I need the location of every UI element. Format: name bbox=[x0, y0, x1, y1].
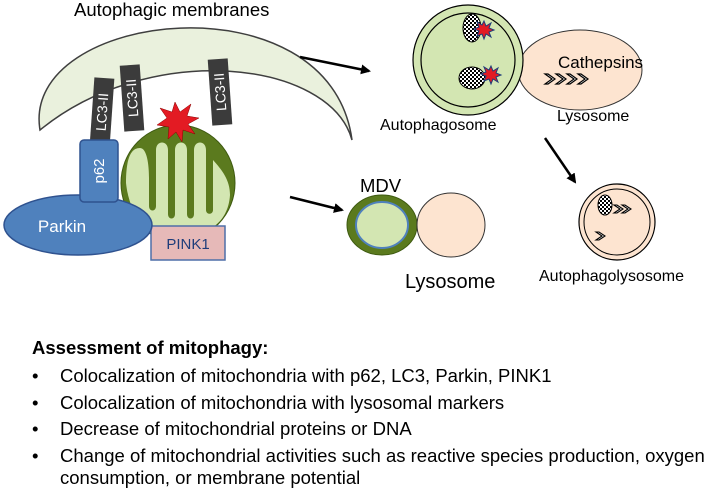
p62-box: p62 bbox=[79, 139, 119, 203]
autophagosome-label: Autophagosome bbox=[380, 117, 497, 134]
lysosome-top-label: Lysosome bbox=[557, 108, 629, 125]
bullet-icon: • bbox=[32, 418, 39, 439]
list-item: • Decrease of mitochondrial proteins or … bbox=[32, 418, 712, 441]
p62-label: p62 bbox=[91, 158, 108, 183]
lc3-label-2: LC3-II bbox=[123, 78, 142, 117]
bullet-icon: • bbox=[32, 365, 39, 386]
list-item: • Colocalization of mitochondria with p6… bbox=[32, 365, 712, 388]
assessment-title: Assessment of mitophagy: bbox=[32, 337, 269, 358]
lc3-ii-marker-2: LC3-II bbox=[119, 64, 145, 132]
parkin-ellipse: Parkin bbox=[3, 194, 153, 256]
pink1-label: PINK1 bbox=[166, 236, 209, 253]
lysosome-bottom-label: Lysosome bbox=[405, 271, 495, 293]
mdv-label: MDV bbox=[360, 175, 402, 196]
pink1-box: PINK1 bbox=[150, 225, 226, 261]
arrow-to-autophagosome bbox=[299, 55, 371, 75]
autophagolysosome-label: Autophagolysosome bbox=[539, 268, 684, 285]
autophagosome-signal-icon-2 bbox=[479, 64, 503, 86]
mitochondrion bbox=[120, 124, 236, 242]
assessment-section: Assessment of mitophagy: • Colocalizatio… bbox=[32, 336, 712, 494]
lc3-label-3: LC3-II bbox=[211, 72, 230, 111]
autophagosome bbox=[412, 4, 524, 116]
arrow-to-mdv bbox=[289, 195, 344, 213]
list-item: • Colocalization of mitochondria with ly… bbox=[32, 392, 712, 415]
autophagolysosome bbox=[578, 183, 656, 261]
membrane-label: Autophagic membranes bbox=[74, 0, 269, 20]
bullet-icon: • bbox=[32, 391, 39, 413]
assessment-item-text: Change of mitochondrial activities such … bbox=[60, 444, 705, 489]
mdv bbox=[346, 194, 418, 256]
autophagic-membrane bbox=[38, 27, 353, 141]
cathepsin-chevrons-icon bbox=[543, 73, 590, 85]
lc3-ii-marker-3: LC3-II bbox=[207, 58, 233, 126]
lc3-ii-marker-1: LC3-II bbox=[89, 77, 115, 147]
mitophagy-diagram: Autophagic membranes LC3-II LC3-II LC3-I… bbox=[3, 0, 684, 293]
arrow-to-autophagolysosome bbox=[543, 137, 577, 184]
assessment-item-text: Decrease of mitochondrial proteins or DN… bbox=[60, 418, 412, 439]
lc3-label-1: LC3-II bbox=[93, 92, 112, 131]
assessment-item-text: Colocalization of mitochondria with p62,… bbox=[60, 365, 552, 386]
autophagosome-signal-icon-1 bbox=[472, 19, 496, 41]
parkin-label: Parkin bbox=[38, 217, 86, 236]
bullet-icon: • bbox=[32, 444, 39, 466]
assessment-list: • Colocalization of mitochondria with p6… bbox=[32, 365, 712, 490]
lysosome-bottom bbox=[416, 192, 486, 258]
assessment-item-text: Colocalization of mitochondria with lyso… bbox=[60, 391, 505, 413]
cathepsins-label: Cathepsins bbox=[558, 53, 643, 72]
damage-signal-icon bbox=[156, 101, 200, 143]
list-item: • Change of mitochondrial activities suc… bbox=[32, 445, 712, 490]
lysosome-top: Cathepsins bbox=[517, 29, 643, 111]
